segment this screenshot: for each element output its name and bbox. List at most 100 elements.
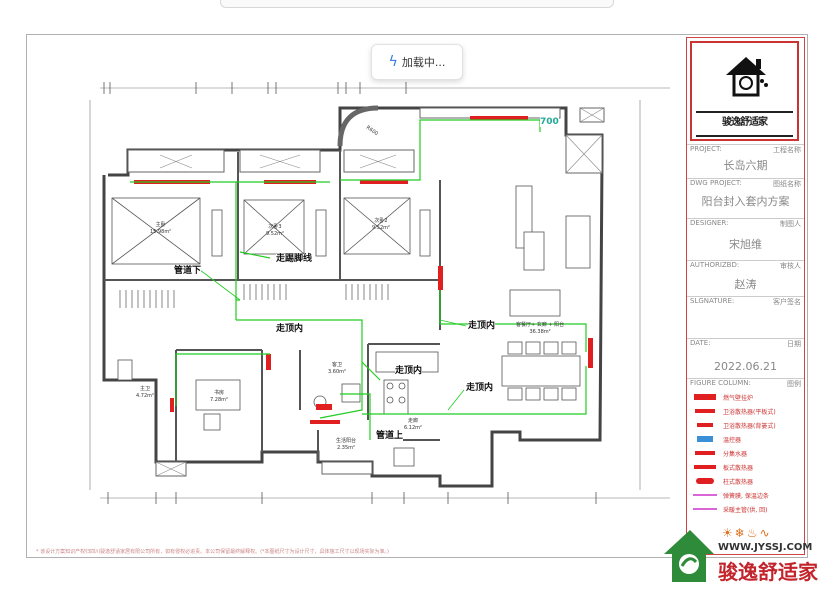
room-living: 客餐厅+ 玄廊 + 阳台 36.38m² bbox=[516, 322, 564, 336]
room-bath2-name: 客卫 bbox=[332, 362, 343, 368]
room-study: 书房 7.28m² bbox=[210, 390, 228, 404]
watermark: ☀❄♨∿ WWW.JYSSJ.COM 骏逸舒适家 bbox=[660, 522, 830, 588]
row-designer: DESIGNER: 制图人 宋旭维 bbox=[687, 218, 804, 256]
room-bath2-area: 3.60m² bbox=[328, 369, 347, 375]
divider bbox=[687, 378, 804, 379]
room-bed3-name: 次卧3 bbox=[268, 224, 282, 230]
dimension-700: 700 bbox=[540, 117, 559, 127]
annotation-pipe-up: 管道上 bbox=[376, 431, 404, 442]
basket-towel-radiator-icon bbox=[697, 423, 713, 427]
authorized-label-cn: 审核人 bbox=[780, 262, 801, 270]
legend-item: 燃气壁挂炉 bbox=[687, 390, 804, 404]
legend-item: 分集水器 bbox=[687, 446, 804, 460]
room-bed2-area: 9.52m² bbox=[372, 225, 391, 231]
room-bath1: 主卫 4.72m² bbox=[136, 386, 154, 400]
legend-item: 温控器 bbox=[687, 432, 804, 446]
legend-item: 卫浴散热器(背篓式) bbox=[687, 418, 804, 432]
figure-label: FIGURE COLUMN: bbox=[690, 379, 751, 387]
date-value: 2022.06.21 bbox=[714, 360, 777, 373]
dwg-label: DWG PROJECT: bbox=[690, 179, 742, 187]
watermark-url: WWW.JYSSJ.COM bbox=[718, 542, 813, 553]
authorized-label: AUTHORIZBD: bbox=[690, 261, 740, 269]
room-hall-area: 6.12m² bbox=[404, 425, 423, 431]
row-dwg: DWG PROJECT: 图纸名称 阳台封入套内方案 bbox=[687, 178, 804, 214]
manifold-icon bbox=[695, 451, 715, 455]
annotation-ceiling-4: 走顶内 bbox=[466, 383, 494, 394]
boiler-icon bbox=[694, 394, 716, 400]
legend-text: 采暖主管(供, 回) bbox=[723, 507, 768, 514]
annotation-pipe-down: 管道下 bbox=[174, 266, 202, 277]
panel-radiator-icon bbox=[694, 465, 716, 469]
row-authorized: AUTHORIZBD: 审核人 赵涛 bbox=[687, 260, 804, 296]
legend-item: 弹簧膜, 保温边条 bbox=[687, 488, 804, 502]
footnote: * 该设计方案知识产权归四川骏逸舒适家居有限公司所有，如有侵权必追责。本公司保留… bbox=[36, 549, 389, 555]
room-laundry-name: 生活阳台 bbox=[336, 438, 357, 444]
legend-text: 分集水器 bbox=[723, 451, 748, 458]
annotation-skirting: 走踢脚线 bbox=[276, 254, 313, 265]
thermostat-icon bbox=[697, 436, 713, 442]
bolt-icon: ϟ bbox=[388, 54, 398, 70]
figure-label-cn: 图例 bbox=[787, 380, 801, 388]
legend-text: 温控器 bbox=[723, 437, 742, 444]
room-living-name: 客餐厅+ 玄廊 + 阳台 bbox=[516, 322, 565, 328]
room-hall: 走廊 6.12m² bbox=[404, 418, 422, 432]
annotation-ceiling-1: 走顶内 bbox=[276, 324, 304, 335]
date-label-cn: 日期 bbox=[787, 340, 801, 348]
project-label: PROJECT: bbox=[690, 145, 722, 153]
room-bed2: 次卧3 9.52m² bbox=[266, 224, 284, 238]
room-study-area: 7.28m² bbox=[210, 397, 229, 403]
signature-label: SLGNATURE: bbox=[690, 297, 735, 305]
project-label-cn: 工程名称 bbox=[773, 146, 801, 154]
legend-item: 柱式散热器 bbox=[687, 474, 804, 488]
row-project: PROJECT: 工程名称 长岛六期 bbox=[687, 144, 804, 176]
room-laundry-area: 2.35m² bbox=[337, 445, 356, 451]
company-logo: 骏逸舒适家 bbox=[690, 41, 799, 141]
room-master: 主卧 15.98m² bbox=[150, 222, 171, 236]
room-study-name: 书房 bbox=[214, 390, 225, 396]
svg-text:R600: R600 bbox=[365, 125, 379, 137]
main-pipe-line-icon bbox=[693, 508, 717, 510]
title-block: 骏逸舒适家 PROJECT: 工程名称 长岛六期 DWG PROJECT: 图纸… bbox=[686, 37, 805, 555]
legend-text: 燃气壁挂炉 bbox=[723, 395, 754, 402]
house-leaf-logo-icon bbox=[664, 530, 714, 582]
column-radiator-icon bbox=[696, 478, 714, 484]
room-bed3: 次卧2 9.52m² bbox=[372, 218, 390, 232]
divider bbox=[687, 218, 804, 219]
service-icons: ☀❄♨∿ bbox=[722, 526, 772, 540]
room-living-area: 36.38m² bbox=[529, 329, 551, 335]
membrane-line-icon bbox=[693, 494, 717, 496]
logo-brand-text: 骏逸舒适家 bbox=[696, 111, 793, 137]
loading-text: 加载中... bbox=[401, 56, 446, 69]
designer-label-cn: 制图人 bbox=[780, 220, 801, 228]
legend-item: 板式散热器 bbox=[687, 460, 804, 474]
legend-text: 卫浴散热器(平板式) bbox=[723, 409, 776, 416]
divider bbox=[687, 178, 804, 179]
divider bbox=[687, 296, 804, 297]
divider bbox=[687, 338, 804, 339]
annotation-ceiling-3: 走顶内 bbox=[395, 366, 423, 377]
room-bed2-name: 次卧2 bbox=[374, 218, 388, 224]
date-label: DATE: bbox=[690, 339, 711, 347]
legend-text: 卫浴散热器(背篓式) bbox=[723, 423, 776, 430]
designer-value: 宋旭维 bbox=[729, 238, 762, 251]
annotation-ceiling-2: 走顶内 bbox=[468, 321, 496, 332]
loading-toast: ϟ 加载中... bbox=[371, 44, 463, 80]
dwg-label-cn: 图纸名称 bbox=[773, 180, 801, 188]
room-bath1-name: 主卫 bbox=[140, 386, 151, 392]
legend-text: 板式散热器 bbox=[723, 465, 754, 472]
room-master-name: 主卧 bbox=[155, 222, 166, 228]
room-master-area: 15.98m² bbox=[150, 229, 172, 235]
authorized-value: 赵涛 bbox=[734, 278, 757, 291]
row-figure: FIGURE COLUMN: 图例 bbox=[687, 378, 804, 392]
legend-item: 采暖主管(供, 回) bbox=[687, 502, 804, 516]
row-signature: SLGNATURE: 客户签名 bbox=[687, 296, 804, 338]
project-value: 长岛六期 bbox=[723, 159, 768, 172]
dwg-value: 阳台封入套内方案 bbox=[701, 195, 790, 208]
legend-text: 弹簧膜, 保温边条 bbox=[723, 493, 769, 500]
watermark-name: 骏逸舒适家 bbox=[718, 560, 818, 584]
room-laundry: 生活阳台 2.35m² bbox=[336, 438, 356, 452]
room-bath1-area: 4.72m² bbox=[136, 393, 155, 399]
room-hall-name: 走廊 bbox=[408, 418, 419, 424]
house-logo-icon bbox=[726, 57, 768, 97]
